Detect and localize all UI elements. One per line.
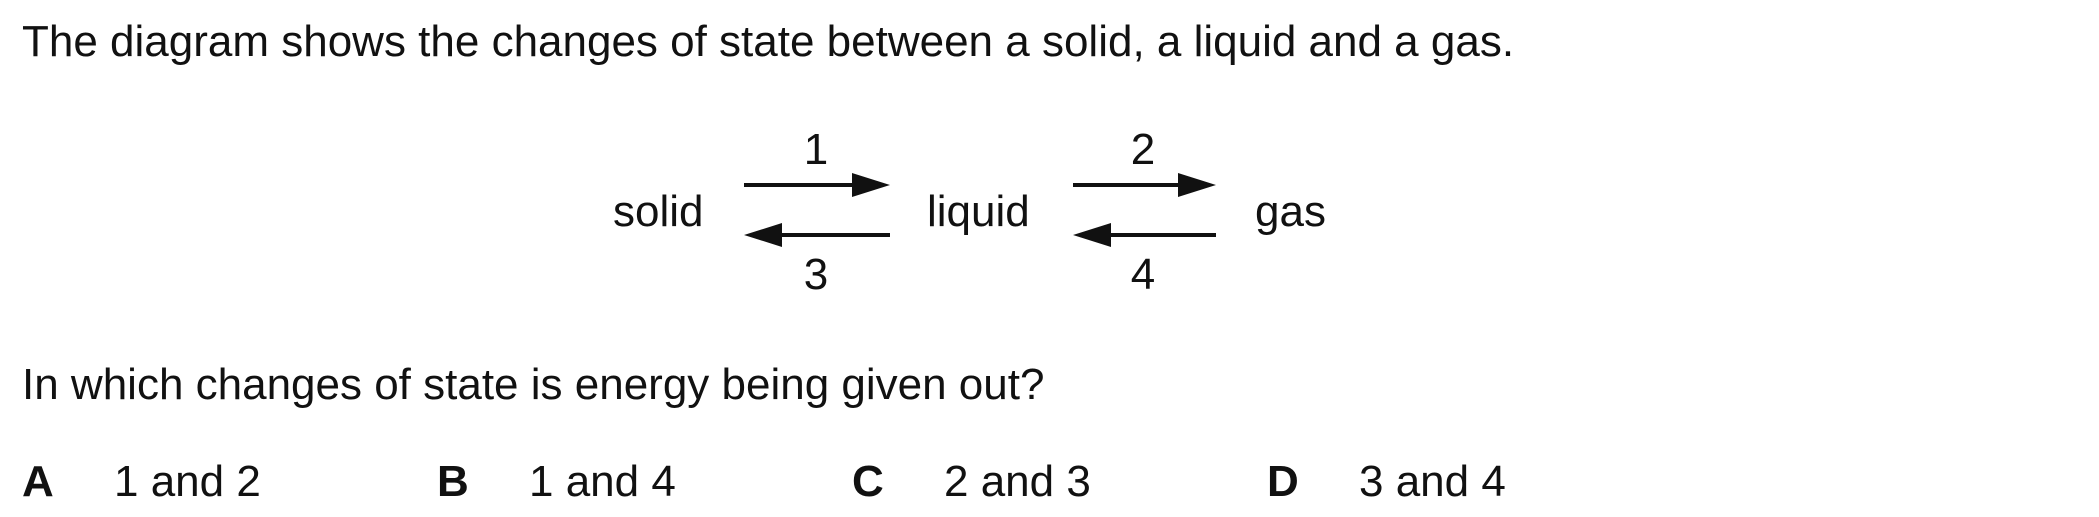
intro-text: The diagram shows the changes of state b… [22,17,1515,66]
state-solid: solid [613,187,704,236]
question-text: In which changes of state is energy bein… [22,360,1045,409]
arrow-1 [744,173,890,197]
option-b[interactable]: B 1 and 4 [437,454,676,510]
option-letter: B [437,457,469,506]
arrow-label-2: 2 [1131,125,1155,174]
arrow-4 [1073,223,1216,247]
state-liquid: liquid [927,187,1030,236]
arrow-2 [1073,173,1216,197]
option-text: 2 and 3 [944,457,1091,506]
option-text: 1 and 2 [114,457,261,506]
arrow-label-3: 3 [804,250,828,299]
option-letter: A [22,457,54,506]
state-gas: gas [1255,187,1326,236]
option-text: 3 and 4 [1359,457,1506,506]
arrow-label-4: 4 [1131,250,1155,299]
option-letter: D [1267,457,1299,506]
option-letter: C [852,457,884,506]
option-d[interactable]: D 3 and 4 [1267,454,1506,510]
option-text: 1 and 4 [529,457,676,506]
arrow-label-1: 1 [804,125,828,174]
option-c[interactable]: C 2 and 3 [852,454,1091,510]
option-a[interactable]: A 1 and 2 [22,454,261,510]
arrow-3 [744,223,890,247]
